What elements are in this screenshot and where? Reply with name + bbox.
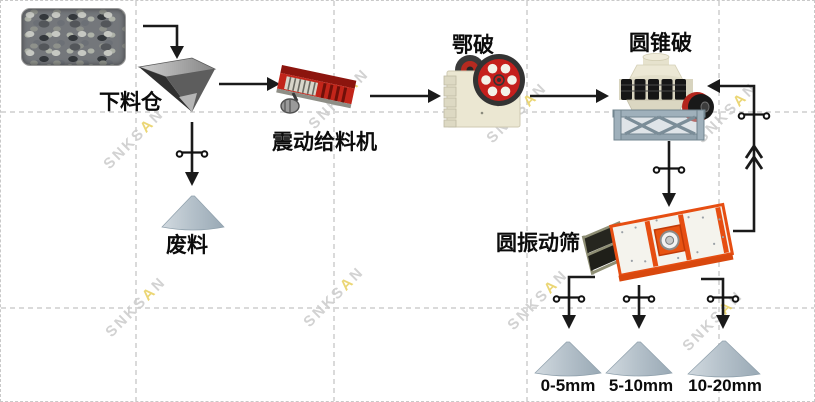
jaw-flywheel [473, 54, 525, 106]
product-label-5-10mm: 5-10mm [608, 376, 674, 395]
product-pile-5-10mm [605, 341, 673, 377]
flow-line-screen-to-p3 [701, 277, 725, 315]
cone-springs [621, 79, 686, 100]
arrowhead-right-icon [267, 77, 280, 91]
waste-label: 废料 [166, 234, 208, 257]
valve-icon [175, 150, 209, 158]
arrowhead-down-icon [716, 315, 730, 329]
arrowhead-left-icon [707, 79, 720, 93]
screen-node [581, 202, 735, 282]
arrowhead-down-icon [562, 315, 576, 329]
product-pile-10-20mm [687, 340, 761, 378]
valve-icon [737, 112, 771, 120]
hopper-node [137, 57, 217, 112]
grid-line-h1 [1, 111, 814, 113]
grid-line-v2 [333, 1, 335, 401]
arrowhead-down-icon [632, 315, 646, 329]
product-label-10-20mm: 10-20mm [688, 376, 762, 395]
cone-crusher-label: 圆锥破 [629, 32, 692, 55]
grid-line-v4 [718, 1, 720, 401]
valve-icon [652, 166, 686, 174]
double-chevron-up-icon [744, 143, 764, 159]
valve-icon [552, 295, 586, 303]
grid-line-v3 [526, 1, 528, 401]
cone-truss-base [612, 109, 706, 141]
grid-line-v1 [135, 1, 137, 401]
flow-line-screen-to-p1 [567, 275, 595, 315]
feeder-node [276, 65, 357, 114]
flow-arrow-photo-to-hopper [143, 24, 179, 46]
raw-material-photo [21, 8, 126, 66]
arrowhead-down-icon [185, 172, 199, 186]
valve-icons [175, 112, 771, 303]
hopper-label: 下料仓 [99, 91, 162, 114]
screen-panel-bolts [621, 216, 725, 263]
grid-line-h2 [1, 307, 814, 309]
product-label-0-5mm: 0-5mm [540, 376, 596, 395]
jaw-crusher-label: 鄂破 [452, 34, 494, 57]
product-pile-0-5mm [534, 341, 602, 377]
arrowhead-right-icon [596, 89, 609, 103]
arrowheads [170, 46, 730, 329]
arrowhead-down-icon [662, 193, 676, 207]
double-chevron-up-icon [744, 154, 764, 170]
valve-icon [622, 295, 656, 303]
waste-pile [161, 195, 225, 231]
feeder-label: 震动给料机 [272, 131, 377, 154]
flow-lines [143, 24, 764, 315]
screen-label: 圆振动筛 [496, 232, 580, 255]
valve-icon [706, 295, 740, 303]
jaw-crusher-node [443, 54, 525, 128]
arrowhead-down-icon [170, 46, 184, 59]
cone-crusher-node [612, 53, 714, 141]
arrowhead-right-icon [428, 89, 441, 103]
